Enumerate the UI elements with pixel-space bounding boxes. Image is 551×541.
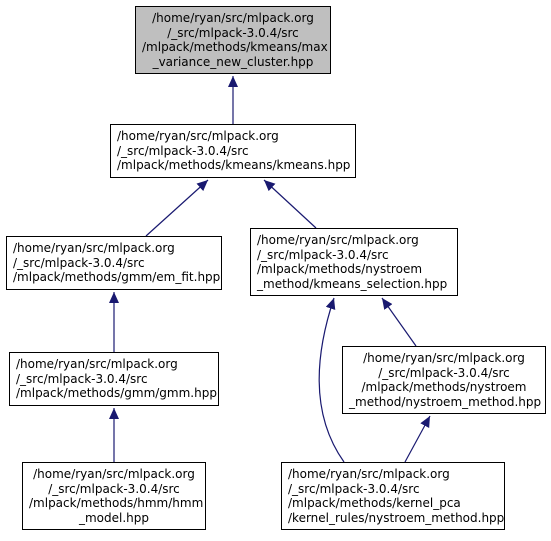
node-label-line: /home/ryan/src/mlpack.org <box>257 233 419 247</box>
node-label-line: /_src/mlpack-3.0.4/src <box>257 247 389 262</box>
graph-node-gmm[interactable]: /home/ryan/src/mlpack.org/_src/mlpack-3.… <box>9 352 219 406</box>
node-label-line: /mlpack/methods/hmm/hmm <box>29 496 204 511</box>
node-label-line: /kernel_rules/nystroem_method.hpp <box>288 510 505 525</box>
node-label-line: _method/nystroem_method.hpp <box>349 394 542 409</box>
graph-node-nystroem-method[interactable]: /home/ryan/src/mlpack.org/_src/mlpack-3.… <box>342 346 546 414</box>
node-label-line: /mlpack/methods/nystroem <box>257 262 423 277</box>
edge-em-fit-to-kmeans <box>145 179 209 237</box>
graph-node-hmm-model[interactable]: /home/ryan/src/mlpack.org/_src/mlpack-3.… <box>22 462 206 530</box>
node-label-line: /mlpack/methods/kmeans/max <box>142 40 328 55</box>
node-label-line: /_src/mlpack-3.0.4/src <box>378 365 510 380</box>
node-label-line: _method/kmeans_selection.hpp <box>257 276 448 291</box>
node-label-line: /home/ryan/src/mlpack.org <box>16 357 178 371</box>
graph-node-kmeans-selection[interactable]: /home/ryan/src/mlpack.org/_src/mlpack-3.… <box>250 228 458 296</box>
graph-node-kernel-rules-nystroem[interactable]: /home/ryan/src/mlpack.org/_src/mlpack-3.… <box>281 462 505 530</box>
graph-node-max-variance-new-cluster: /home/ryan/src/mlpack.org/_src/mlpack-3.… <box>135 6 331 74</box>
node-label-line: /home/ryan/src/mlpack.org <box>13 241 175 255</box>
edge-nystroem-method-to-kmeans-selection <box>381 297 417 347</box>
node-label-line: /mlpack/methods/kmeans/kmeans.hpp <box>117 158 351 173</box>
node-label-line: /home/ryan/src/mlpack.org <box>288 467 450 481</box>
node-label-line: /home/ryan/src/mlpack.org <box>33 467 195 481</box>
node-label-line: /_src/mlpack-3.0.4/src <box>288 481 420 496</box>
node-label-line: /home/ryan/src/mlpack.org <box>117 129 279 143</box>
edge-kmeans-selection-to-kmeans <box>263 179 317 229</box>
node-label-line: _variance_new_cluster.hpp <box>152 54 314 69</box>
node-label-line: /mlpack/methods/gmm/em_fit.hpp <box>13 270 221 285</box>
node-label-line: /_src/mlpack-3.0.4/src <box>167 25 299 40</box>
node-label-line: _model.hpp <box>78 510 150 525</box>
node-label-line: /_src/mlpack-3.0.4/src <box>16 371 148 386</box>
node-label-line: /_src/mlpack-3.0.4/src <box>117 143 249 158</box>
node-label-line: /_src/mlpack-3.0.4/src <box>48 481 180 496</box>
graph-node-em-fit[interactable]: /home/ryan/src/mlpack.org/_src/mlpack-3.… <box>6 236 222 290</box>
edge-kernel-rules-nystroem-to-kmeans-selection <box>318 297 345 463</box>
node-label-line: /mlpack/methods/gmm/gmm.hpp <box>16 386 217 401</box>
node-label-line: /home/ryan/src/mlpack.org <box>363 351 525 365</box>
node-label-line: /_src/mlpack-3.0.4/src <box>13 255 145 270</box>
node-label-line: /mlpack/methods/nystroem <box>361 380 527 395</box>
graph-node-kmeans[interactable]: /home/ryan/src/mlpack.org/_src/mlpack-3.… <box>110 124 356 178</box>
edge-kernel-rules-nystroem-to-nystroem-method <box>404 415 431 463</box>
node-label-line: /home/ryan/src/mlpack.org <box>152 11 314 25</box>
node-label-line: /mlpack/methods/kernel_pca <box>288 496 461 511</box>
